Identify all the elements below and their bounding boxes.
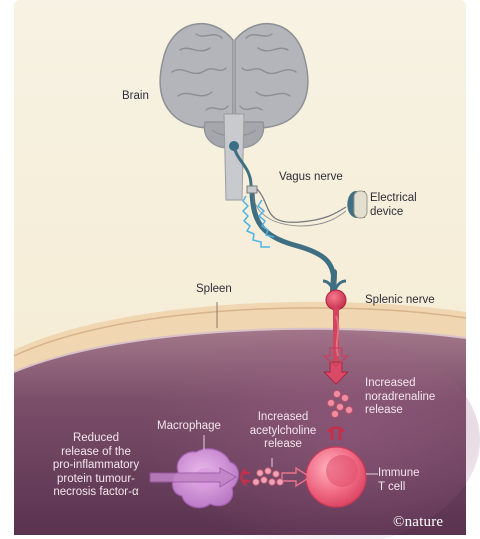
label-immune-t-cell: Immune T cell: [378, 467, 420, 493]
acetylcholine-molecules: [252, 467, 284, 486]
device-lead-wire: [256, 188, 347, 223]
immune-t-cell: [305, 446, 367, 508]
label-acetylcholine-release: Increased acetylcholine release: [249, 411, 317, 450]
electrical-device: [347, 190, 368, 219]
noradrenaline-arrows: [322, 347, 350, 385]
splenic-nerve: [322, 269, 347, 363]
noradrenaline-molecules: [327, 390, 353, 418]
label-vagus-nerve: Vagus nerve: [279, 171, 343, 183]
label-electrical-device: Electrical device: [370, 192, 417, 218]
electrical-signal-wave: [242, 195, 275, 248]
label-noradrenaline-release: Increased noradrenaline release: [365, 377, 436, 416]
label-spleen: Spleen: [196, 283, 232, 295]
nature-logo: ©nature: [393, 514, 444, 530]
tnf-reduction-arrow: [149, 467, 237, 488]
brain: [159, 23, 309, 201]
label-tnf-reduction: Reduced release of the pro-inflammatory …: [52, 432, 140, 498]
label-splenic-nerve: Splenic nerve: [365, 294, 435, 306]
electrode-clip: [246, 185, 258, 194]
label-brain: Brain: [122, 90, 149, 102]
label-macrophage: Macrophage: [157, 420, 221, 432]
acetylcholine-arrow: [281, 466, 312, 488]
vagus-nerve: [249, 189, 337, 285]
